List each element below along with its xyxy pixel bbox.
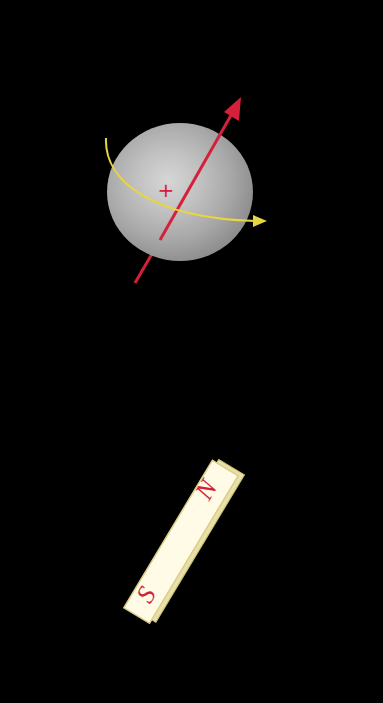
- arrowhead: [224, 97, 241, 121]
- bar-magnet: [124, 457, 245, 626]
- charge-sign: +: [158, 180, 175, 200]
- spin-axis: [160, 110, 234, 240]
- arrowhead: [253, 215, 267, 227]
- rotation-arrow: [106, 138, 256, 221]
- proton-sphere: [107, 123, 253, 261]
